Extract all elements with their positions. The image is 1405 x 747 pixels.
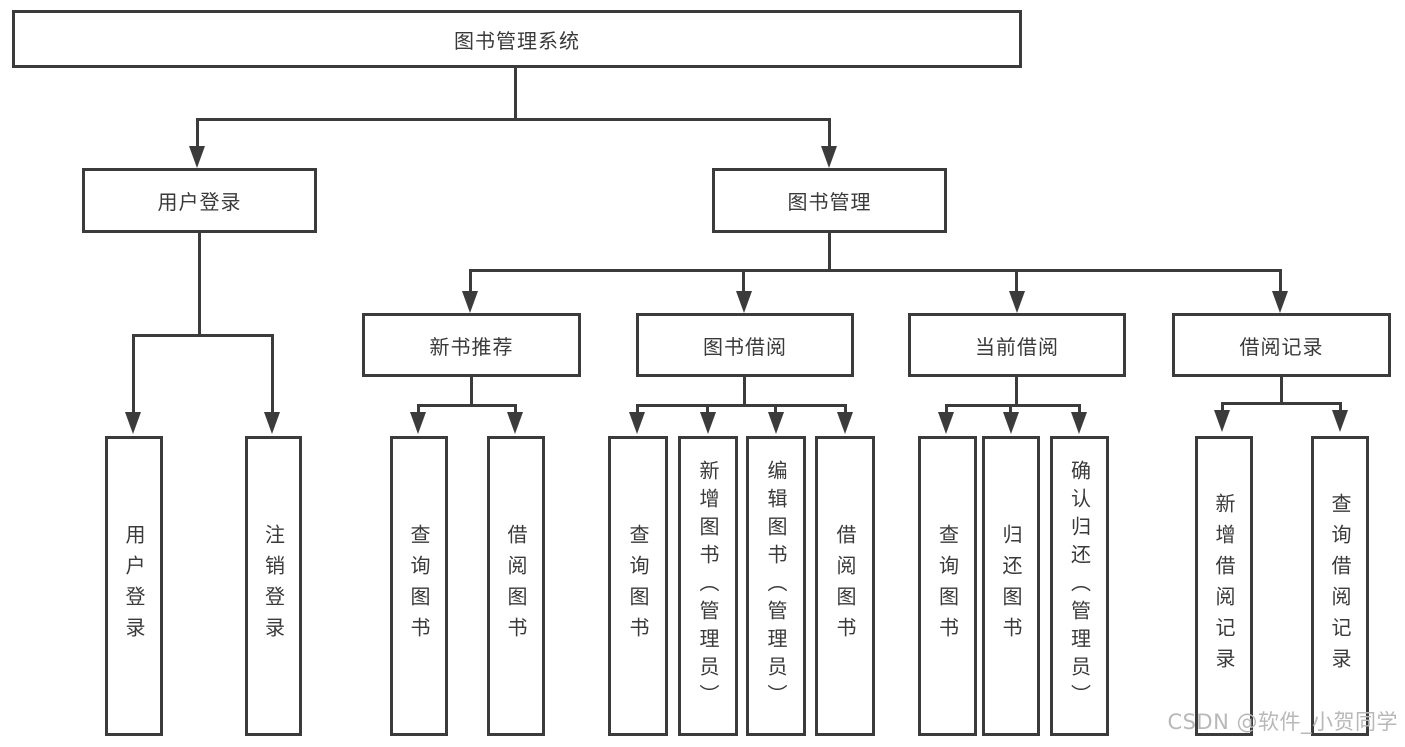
arrow-down-icon [1214,410,1230,432]
leaf-return-books-label: 归还图书 [999,524,1023,648]
leaf-query-books-current-label: 查询图书 [935,524,960,648]
connector-hline [196,118,831,121]
leaf-borrow-books-borrowing-label: 借阅图书 [833,524,857,648]
arrow-down-icon [938,412,954,434]
connector-vline [945,404,948,414]
node-book-borrowing: 图书借阅 [636,313,854,377]
leaf-user-login-label: 用户登录 [122,524,146,648]
arrow-down-icon [125,412,141,434]
leaf-query-books-recommend-label: 查询图书 [407,524,431,648]
connector-hline [132,334,274,337]
leaf-confirm-return-admin-label: 确认归还（管理员） [1067,460,1092,712]
connector-vline [828,118,831,148]
arrow-down-icon [189,146,205,168]
connector-vline [706,404,709,414]
leaf-user-login: 用户登录 [105,436,163,736]
connector-vline [828,233,831,271]
connector-vline [1078,404,1081,414]
node-borrowing-records-label: 借阅记录 [1239,334,1324,359]
leaf-query-books-borrowing-label: 查询图书 [626,524,650,648]
connector-vline [1221,402,1224,412]
leaf-logout-label: 注销登录 [261,524,286,648]
arrow-down-icon [410,412,426,434]
arrow-down-icon [629,412,645,434]
node-current-borrowing-label: 当前借阅 [975,334,1059,359]
connector-hline [469,269,1282,272]
leaf-borrow-books-recommend: 借阅图书 [487,436,545,736]
leaf-borrow-books-borrowing: 借阅图书 [815,436,875,736]
connector-vline [743,377,746,406]
leaf-add-book-admin: 新增图书（管理员） [678,436,738,736]
arrow-down-icon [1071,412,1087,434]
leaf-query-books-borrowing: 查询图书 [608,436,668,736]
connector-vline [1280,377,1283,404]
arrow-down-icon [821,146,837,168]
leaf-confirm-return-admin: 确认归还（管理员） [1050,436,1109,736]
connector-hline [636,404,847,407]
arrow-down-icon [1272,291,1288,313]
arrow-down-icon [264,412,280,434]
connector-vline [417,404,420,414]
connector-vline [742,269,745,293]
connector-vline [470,377,473,406]
connector-vline [198,233,201,336]
connector-vline [1009,404,1012,414]
leaf-add-borrow-record-label: 新增借阅记录 [1212,493,1236,679]
connector-hline [1221,402,1342,405]
connector-vline [774,404,777,414]
connector-hline [417,404,517,407]
node-library-system: 图书管理系统 [12,10,1022,68]
leaf-query-borrow-record: 查询借阅记录 [1311,436,1369,736]
node-book-borrowing-label: 图书借阅 [703,334,787,359]
node-new-book-recommend: 新书推荐 [362,313,581,377]
node-new-book-recommend-label: 新书推荐 [429,334,514,359]
connector-vline [196,118,199,148]
connector-vline [636,404,639,414]
node-user-login: 用户登录 [82,168,317,233]
csdn-watermark: CSDN @软件_小贺同学 [1167,710,1398,734]
arrow-down-icon [768,412,784,434]
connector-vline [1015,269,1018,293]
leaf-borrow-books-recommend-label: 借阅图书 [504,524,528,648]
leaf-add-borrow-record: 新增借阅记录 [1195,436,1253,736]
leaf-query-books-current: 查询图书 [918,436,977,736]
leaf-logout: 注销登录 [245,436,302,736]
node-user-login-label: 用户登录 [157,190,242,214]
leaf-query-books-recommend: 查询图书 [390,436,448,736]
connector-vline [1015,377,1018,406]
node-book-management-label: 图书管理 [787,190,872,214]
arrow-down-icon [462,291,478,313]
arrow-down-icon [1332,410,1348,432]
leaf-query-borrow-record-label: 查询借阅记录 [1328,493,1352,679]
connector-vline [1339,402,1342,412]
connector-vline [271,334,274,412]
leaf-edit-book-admin-label: 编辑图书（管理员） [764,460,788,712]
node-borrowing-records: 借阅记录 [1172,313,1391,377]
connector-vline [469,269,472,293]
connector-vline [844,404,847,414]
arrow-down-icon [507,412,523,434]
leaf-return-books: 归还图书 [982,436,1040,736]
connector-hline [945,404,1081,407]
connector-vline [1279,269,1282,293]
leaf-edit-book-admin: 编辑图书（管理员） [746,436,806,736]
arrow-down-icon [1003,412,1019,434]
arrow-down-icon [1009,291,1025,313]
arrow-down-icon [700,412,716,434]
connector-vline [132,334,135,412]
node-library-system-label: 图书管理系统 [454,28,580,53]
arrow-down-icon [736,291,752,313]
leaf-add-book-admin-label: 新增图书（管理员） [696,460,720,712]
connector-vline [514,67,517,120]
node-current-borrowing: 当前借阅 [908,313,1126,377]
node-book-management: 图书管理 [712,168,947,233]
connector-vline [514,404,517,414]
arrow-down-icon [837,412,853,434]
